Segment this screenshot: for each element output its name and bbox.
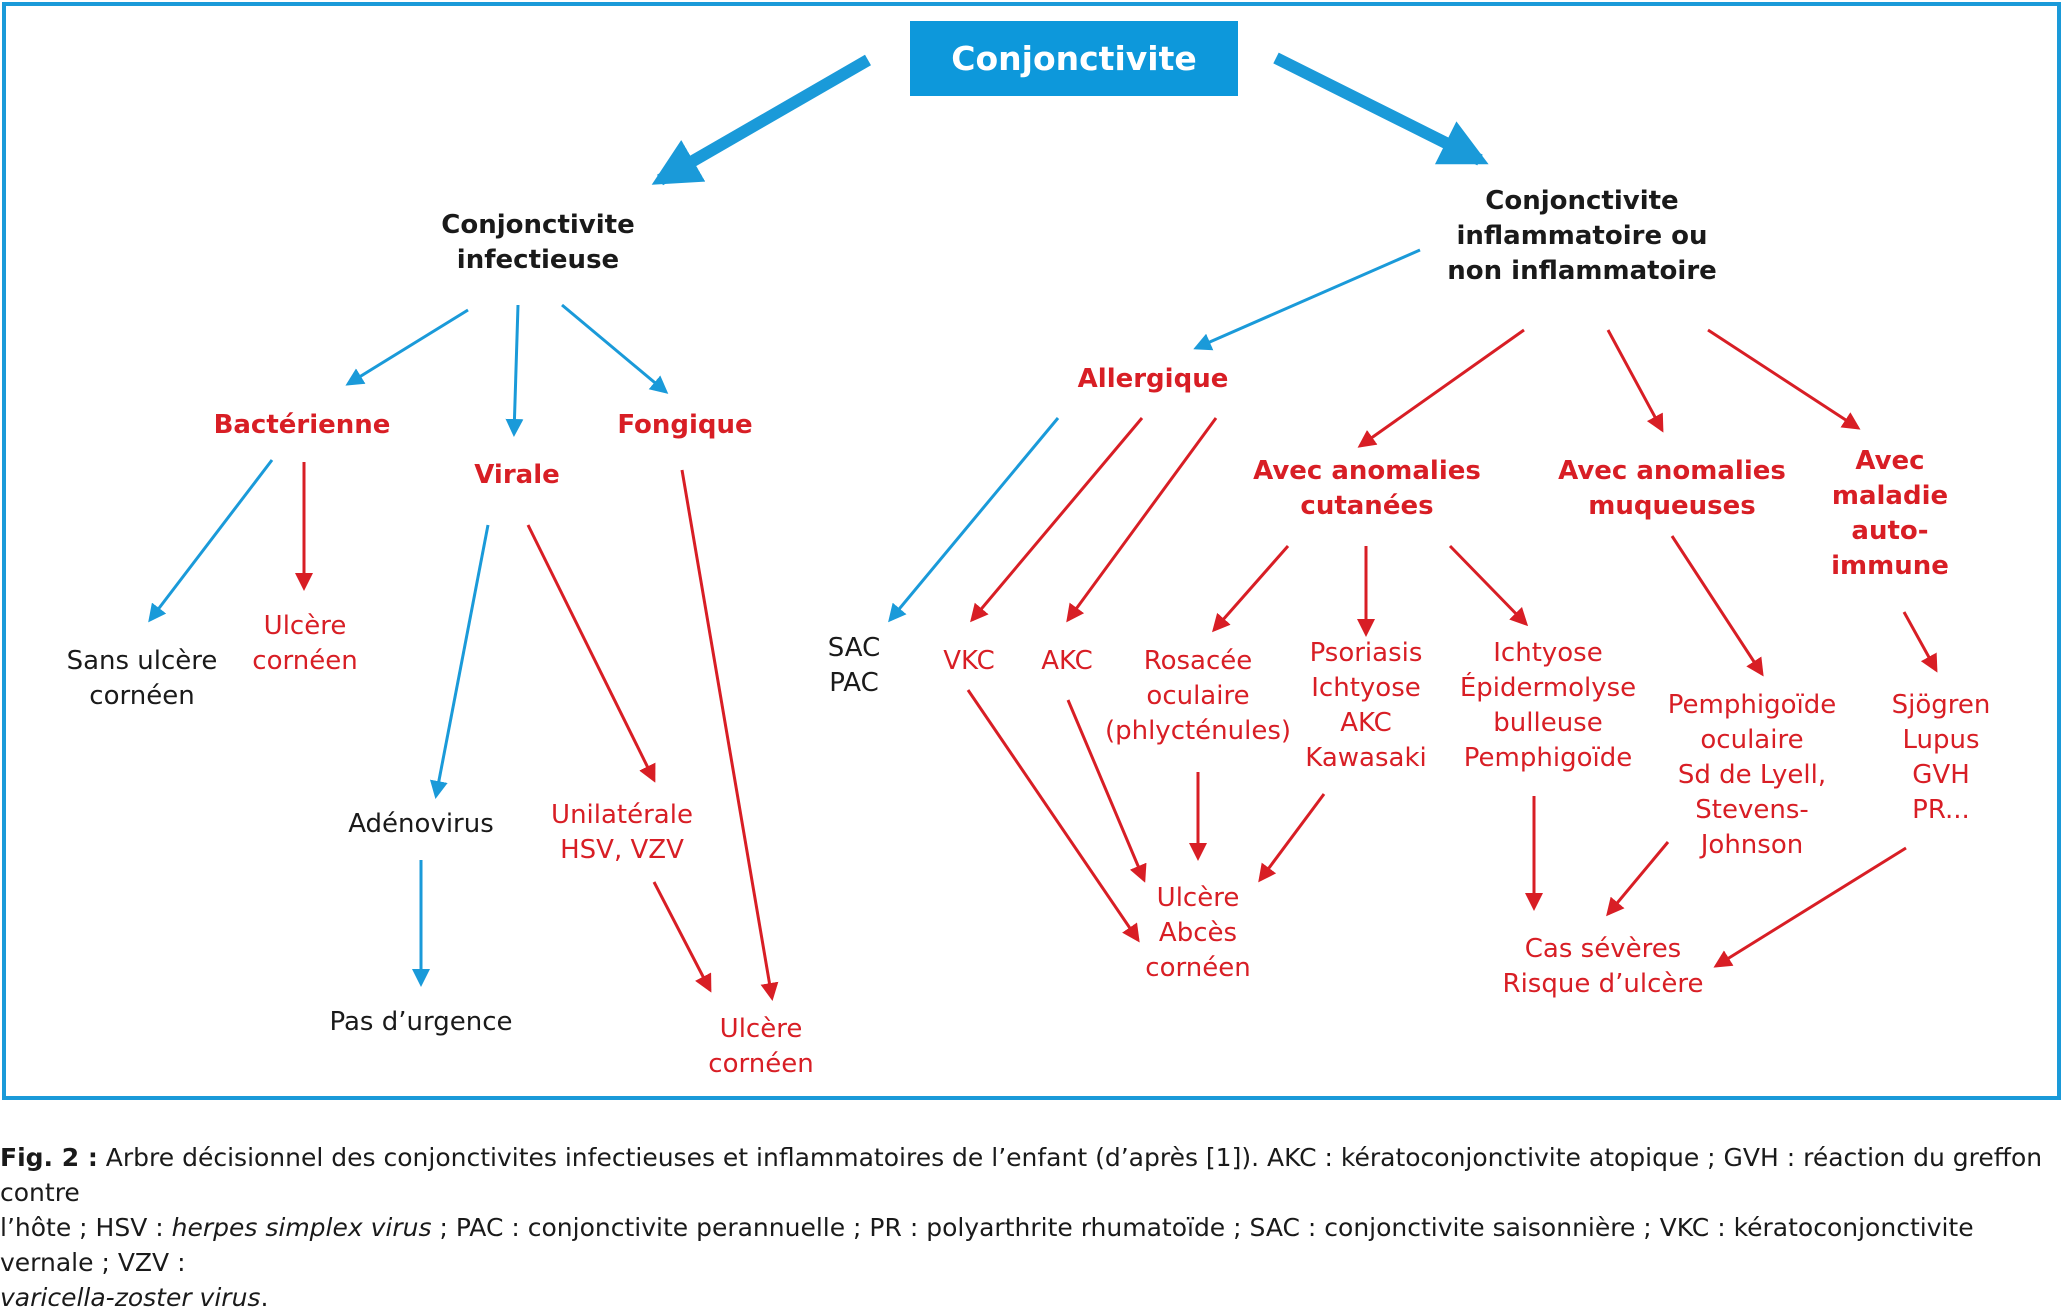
node-pemphigoid: Pemphigoïde oculaire Sd de Lyell, Steven… [1667,690,1837,860]
arrow-infectious-to-fungal [561,303,669,394]
arrow-fungal-to-ulcer [680,469,779,1001]
arrow-sjogren-to-severe [1713,846,1907,968]
node-adenovirus: Adénovirus [348,809,494,839]
node-viral: Virale [474,460,560,490]
arrow-inflammatory-to-mucosal [1606,329,1664,433]
arrow-inflammatory-to-allergic [1193,248,1421,351]
node-bacterial: Bactérienne [213,410,391,440]
caption-line-1: Fig. 2 : Arbre décisionnel des conjoncti… [0,1140,2067,1210]
node-allergic: Allergique [1077,364,1229,394]
arrow-autoimmune-to-sjogren [1902,611,1938,673]
node-rosacea: Rosacée oculaire (phlycténules) [1104,646,1292,746]
arrow-inflammatory-to-cutaneous [1357,328,1525,448]
node-mucosal: Avec anomalies muqueuses [1558,456,1786,521]
connector-layer [148,52,1938,1001]
node-cutaneous: Avec anomalies cutanées [1253,456,1481,521]
arrow-mucosal-to-pemphigoid [1670,535,1764,677]
caption-line-3: varicella-zoster virus. [0,1280,2067,1315]
caption-label: Fig. 2 : [0,1143,98,1172]
node-akc: AKC [1041,646,1093,676]
diagram-frame [2,2,2061,1100]
arrow-allergic-to-akc [1066,417,1218,623]
node-no-urgency: Pas d’urgence [329,1007,513,1037]
arrow-root-to-infectious [651,54,871,186]
arrow-allergic-to-vkc [970,417,1144,623]
node-autoimmune: Avec maladie auto- immune [1831,446,1949,581]
caption-text-3-end: . [260,1283,269,1312]
arrow-bacterial-to-no-ulcer [148,459,274,623]
node-fungal: Fongique [617,410,753,440]
arrow-akc-to-ulcer-abscess [1066,699,1147,883]
caption-line-2: l’hôte ; HSV : herpes simplex virus ; PA… [0,1210,2067,1280]
arrow-viral-to-unilateral [526,524,656,783]
arrow-allergic-to-sac-pac [888,417,1060,623]
arrow-unilateral-to-ulcer [652,881,712,993]
arrow-infectious-to-viral [505,304,524,437]
caption-text-2a: l’hôte ; HSV : [0,1213,172,1242]
node-inflammatory: Conjonctivite inflammatoire ou non infla… [1447,186,1717,286]
node-ichthyosis: Ichtyose Épidermolyse bulleuse Pemphigoï… [1459,638,1637,773]
caption-text-3: varicella-zoster virus [0,1283,261,1312]
arrow-pemphigoid-to-severe [1606,841,1670,917]
node-psoriasis: Psoriasis Ichtyose AKC Kawasaki [1305,638,1427,773]
caption-text-1: Arbre décisionnel des conjonctivites inf… [0,1143,2043,1207]
node-ulcer-abscess: Ulcère Abcès cornéen [1145,883,1251,983]
node-sjogren: Sjögren Lupus GVH PR... [1891,690,1991,825]
arrow-cutaneous-to-ichthyosis [1448,544,1529,627]
figure-caption: Fig. 2 : Arbre décisionnel des conjoncti… [0,1140,2067,1315]
arrow-inflammatory-to-autoimmune [1707,328,1861,430]
node-sac-pac: SAC PAC [827,633,881,698]
root-node-conjonctivite: Conjonctivite [910,21,1238,96]
arrow-vkc-to-ulcer-abscess [966,689,1140,943]
node-ulcer-bacterial: Ulcère cornéen [252,611,358,676]
arrow-viral-to-adenovirus [429,524,490,799]
caption-text-2b: herpes simplex virus [171,1213,432,1242]
node-no-ulcer: Sans ulcère cornéen [66,646,218,711]
arrow-cutaneous-to-rosacea [1212,545,1290,633]
node-unilateral: Unilatérale HSV, VZV [551,800,693,865]
node-severe: Cas sévères Risque d’ulcère [1502,934,1704,999]
node-vkc: VKC [943,646,995,676]
node-infectious: Conjonctivite infectieuse [441,210,635,275]
arrow-infectious-to-bacterial [345,308,469,386]
arrow-psoriasis-to-ulcer-abscess [1258,793,1326,883]
node-ulcer-corneal: Ulcère cornéen [708,1014,814,1079]
arrow-root-to-inflammatory [1273,52,1489,166]
